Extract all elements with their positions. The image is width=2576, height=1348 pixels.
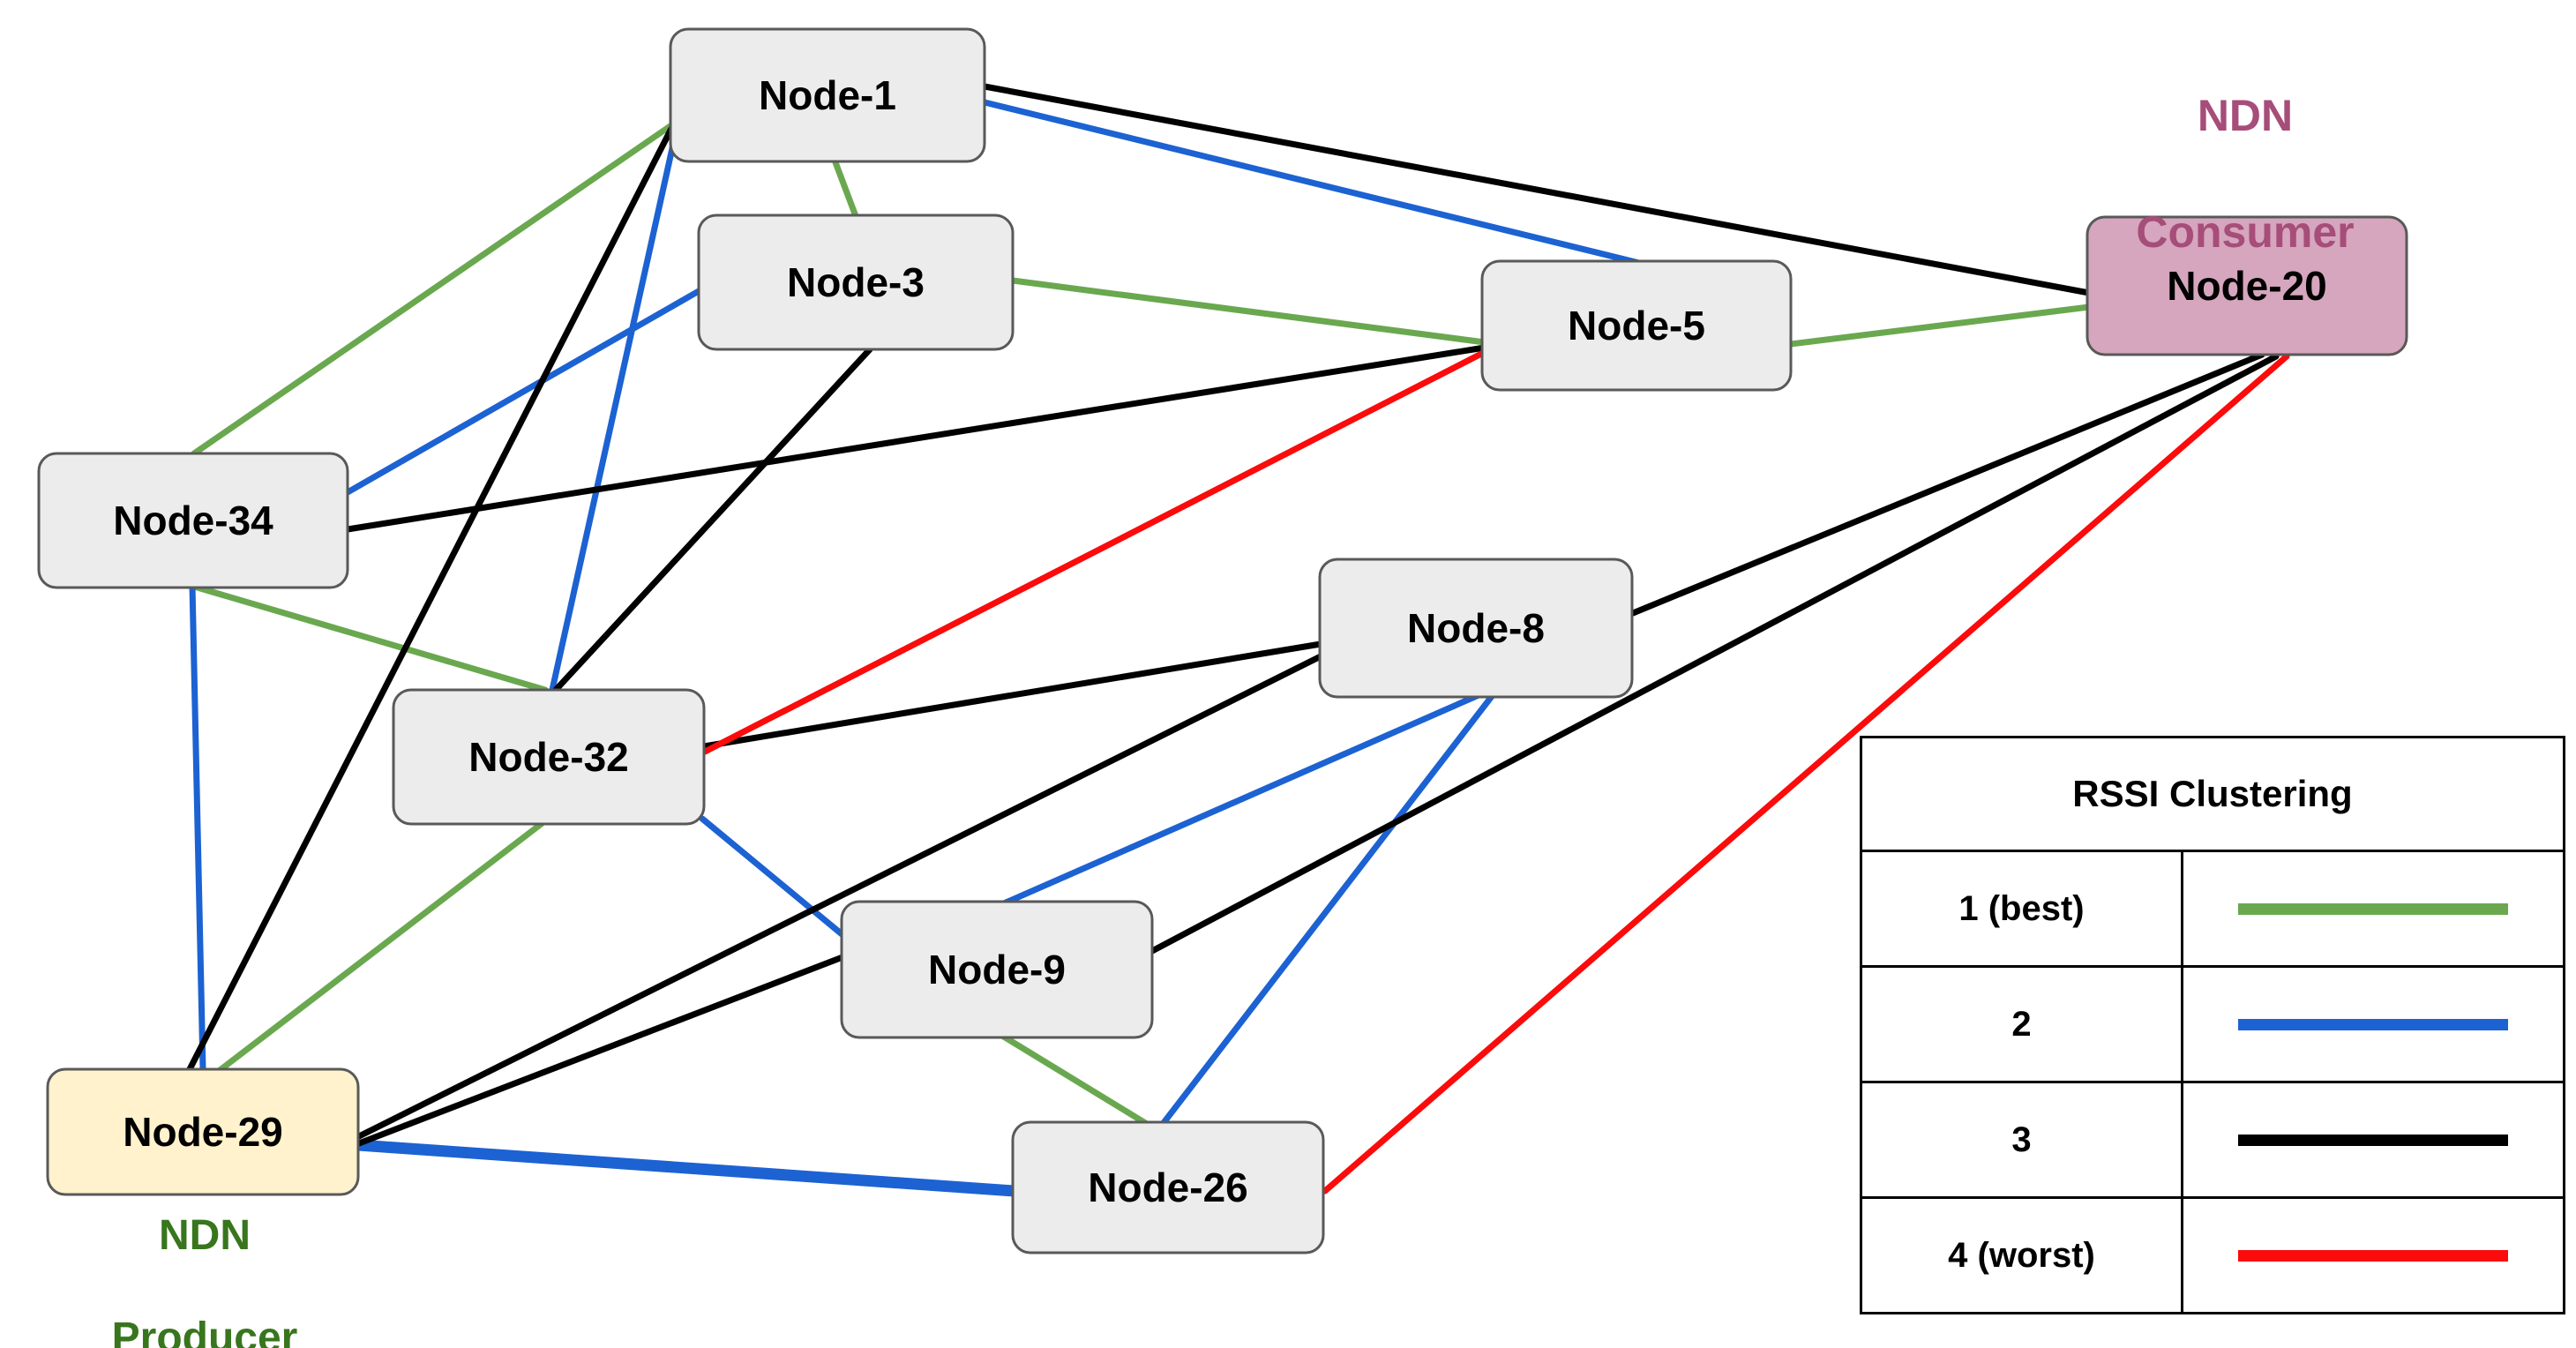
ndn-producer-line1: NDN xyxy=(159,1212,251,1259)
graph-node-node-1: Node-1 xyxy=(669,27,986,163)
edge-node-1-node-32 xyxy=(549,113,683,693)
edge-node-32-node-9 xyxy=(699,815,849,940)
graph-node-node-5: Node-5 xyxy=(1480,259,1793,392)
graph-node-node-32: Node-32 xyxy=(392,688,706,826)
legend-row-label: 1 (best) xyxy=(1862,852,2183,965)
legend-row-cluster-2: 2 xyxy=(1862,968,2563,1083)
node-label-node-29: Node-29 xyxy=(123,1109,282,1155)
legend-color-line-cluster-2 xyxy=(2238,1018,2508,1030)
edge-node-29-node-8 xyxy=(356,653,1324,1140)
node-box-node-3 xyxy=(697,213,1015,351)
graph-node-node-20: Node-20 xyxy=(2086,215,2408,356)
legend-color-line-cluster-3 xyxy=(2238,1134,2508,1146)
node-label-node-26: Node-26 xyxy=(1088,1165,1247,1210)
ndn-consumer-line1: NDN xyxy=(2197,91,2294,140)
edge-node-29-node-9 xyxy=(356,954,846,1147)
node-box-node-34 xyxy=(37,452,349,589)
legend-swatch-cell xyxy=(2183,1199,2563,1312)
edge-node-1-node-5 xyxy=(981,99,1650,268)
legend-swatch-cell xyxy=(2183,852,2563,965)
legend-row-cluster-1: 1 (best) xyxy=(1862,852,2563,968)
node-label-node-3: Node-3 xyxy=(787,259,925,305)
ndn-consumer-caption: NDN Consumer xyxy=(2069,86,2422,261)
edge-node-8-node-20 xyxy=(1629,351,2265,617)
edge-node-26-node-20 xyxy=(1322,353,2290,1194)
edge-node-32-node-29 xyxy=(215,819,547,1075)
node-box-node-5 xyxy=(1480,259,1793,392)
ndn-producer-line2: Producer xyxy=(111,1314,298,1348)
node-label-node-32: Node-32 xyxy=(468,734,628,780)
edge-node-1-node-29 xyxy=(186,116,679,1073)
legend-row-cluster-3: 3 xyxy=(1862,1083,2563,1199)
legend-row-cluster-4: 4 (worst) xyxy=(1862,1199,2563,1312)
edge-node-29-node-26 xyxy=(352,1139,1021,1197)
ndn-consumer-line2: Consumer xyxy=(2136,207,2355,257)
graph-node-node-8: Node-8 xyxy=(1318,558,1634,699)
edge-node-1-node-34 xyxy=(191,120,678,457)
ndn-producer-caption: NDN Producer xyxy=(28,1210,381,1348)
legend-row-label: 3 xyxy=(1862,1083,2183,1196)
node-box-node-26 xyxy=(1011,1120,1325,1254)
edge-node-34-node-29 xyxy=(189,582,206,1073)
node-box-node-1 xyxy=(669,27,986,163)
edge-node-34-node-5 xyxy=(344,344,1488,533)
graph-node-node-29: Node-29 xyxy=(46,1067,360,1196)
edge-node-9-node-26 xyxy=(999,1032,1150,1127)
node-label-node-20: Node-20 xyxy=(2167,263,2326,309)
graph-node-node-26: Node-26 xyxy=(1011,1120,1325,1254)
legend-swatch-cell xyxy=(2183,968,2563,1081)
edge-node-3-node-34 xyxy=(344,288,702,496)
edge-node-1-node-20 xyxy=(981,83,2093,296)
edge-node-8-node-26 xyxy=(1159,692,1496,1127)
node-box-node-29 xyxy=(46,1067,360,1196)
edge-node-32-node-5 xyxy=(701,348,1490,755)
edge-node-3-node-32 xyxy=(552,346,873,693)
node-label-node-1: Node-1 xyxy=(759,72,896,118)
legend-row-label: 2 xyxy=(1862,968,2183,1081)
legend-swatch-cell xyxy=(2183,1083,2563,1196)
node-box-node-8 xyxy=(1318,558,1634,699)
node-box-node-32 xyxy=(392,688,706,826)
legend-title: RSSI Clustering xyxy=(1862,738,2563,852)
graph-node-node-34: Node-34 xyxy=(37,452,349,589)
edge-node-1-node-3 xyxy=(832,159,859,220)
node-label-node-8: Node-8 xyxy=(1407,605,1545,651)
node-label-node-5: Node-5 xyxy=(1568,303,1705,348)
legend-color-line-cluster-1 xyxy=(2238,902,2508,915)
legend-row-label: 4 (worst) xyxy=(1862,1199,2183,1312)
edge-node-32-node-8 xyxy=(700,640,1324,750)
node-label-node-9: Node-9 xyxy=(928,947,1066,992)
edge-node-8-node-9 xyxy=(1000,692,1482,907)
node-box-node-9 xyxy=(840,900,1154,1039)
edge-node-3-node-5 xyxy=(1009,277,1488,346)
node-label-node-34: Node-34 xyxy=(113,498,273,543)
edge-node-5-node-20 xyxy=(1787,303,2093,348)
edge-node-9-node-20 xyxy=(1149,353,2280,955)
legend-color-line-cluster-4 xyxy=(2238,1249,2508,1262)
edge-node-34-node-32 xyxy=(188,582,549,693)
node-box-node-20 xyxy=(2086,215,2408,356)
graph-node-node-3: Node-3 xyxy=(697,213,1015,351)
graph-node-node-9: Node-9 xyxy=(840,900,1154,1039)
edge-layer xyxy=(186,83,2290,1197)
